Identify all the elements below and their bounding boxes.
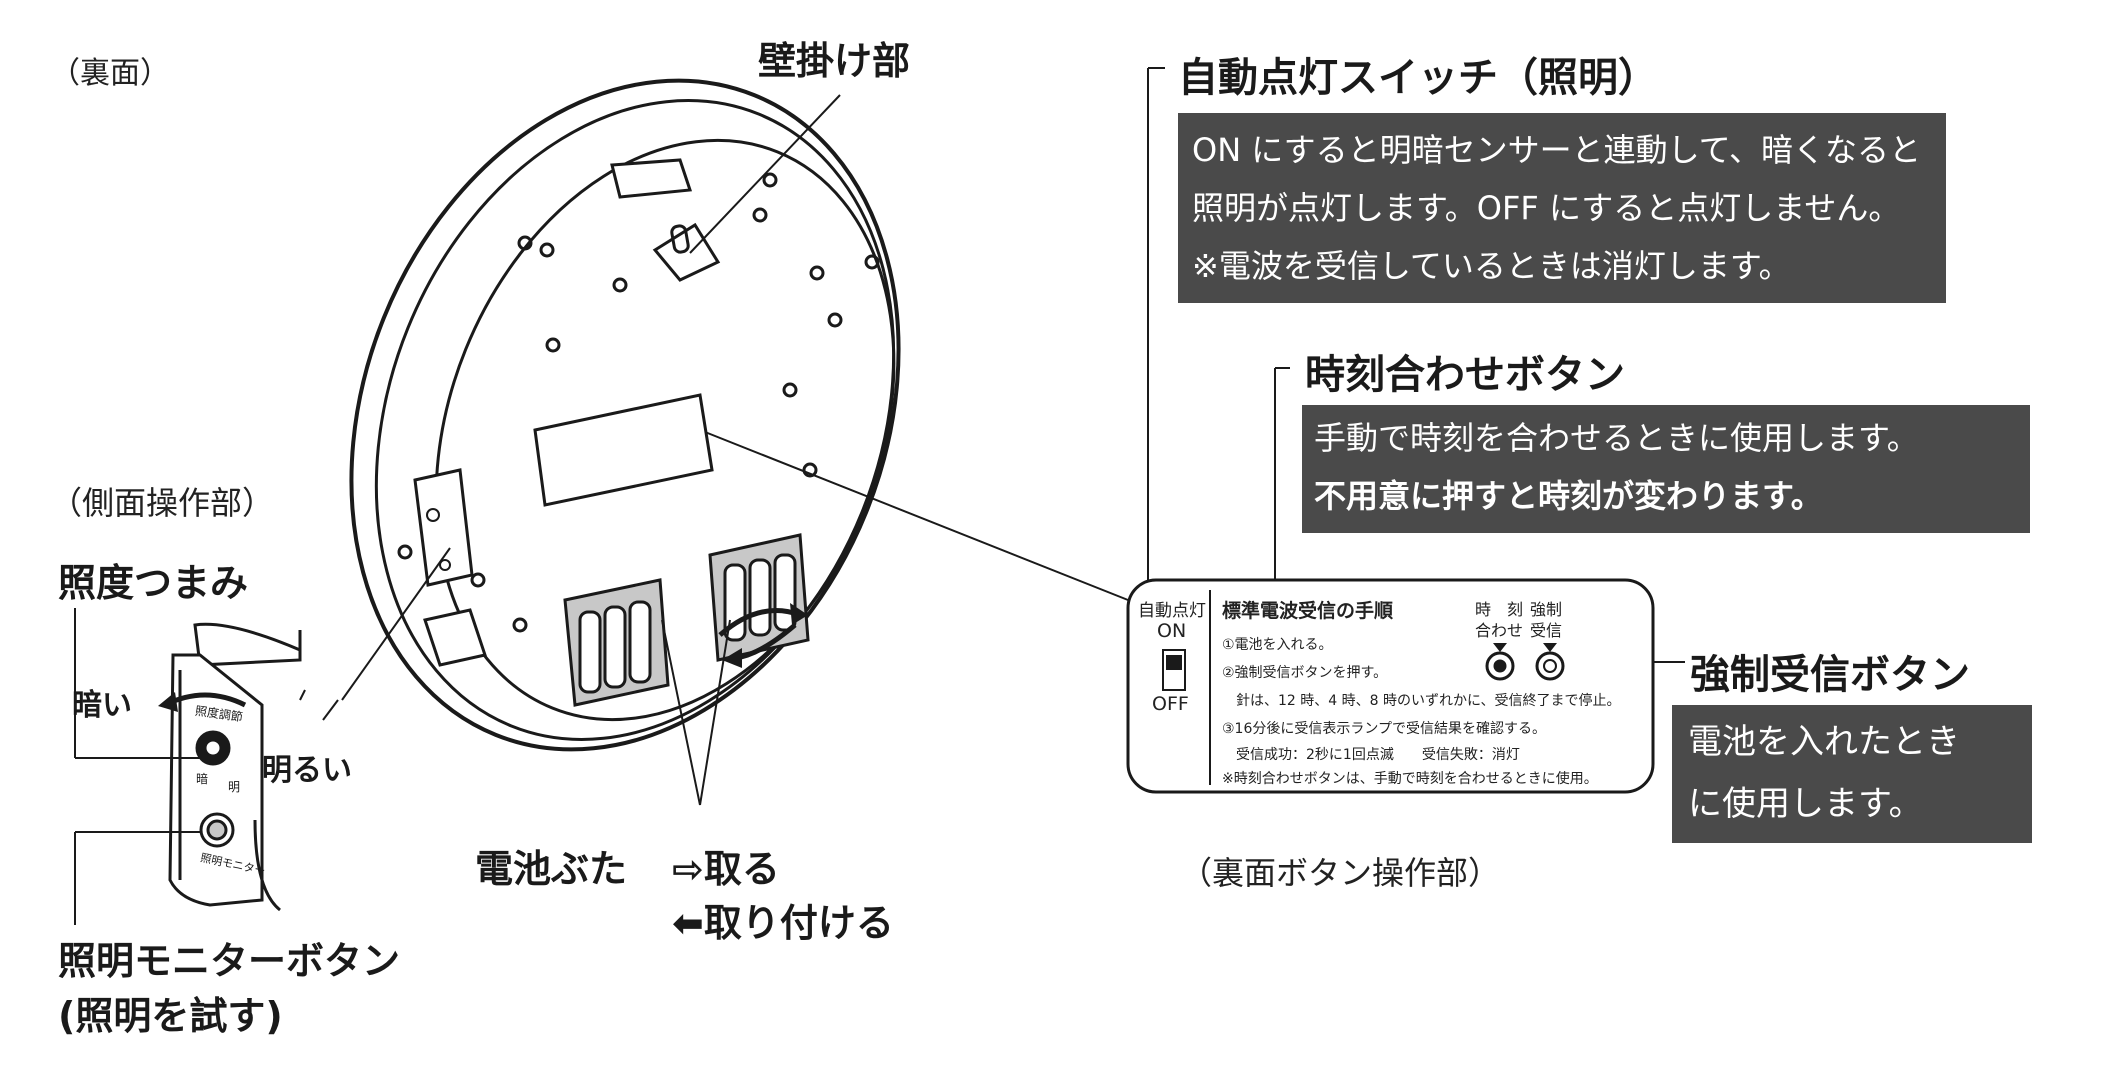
- force-button-desc-line: 電池を入れたとき: [1688, 722, 1960, 762]
- remove-label: ⇨取る: [672, 847, 780, 891]
- panel-switch-on: ON: [1157, 620, 1187, 642]
- back-button-panel: [1126, 578, 1655, 794]
- panel-switch-off: OFF: [1152, 693, 1189, 715]
- attach-label: ⬅取り付ける: [672, 901, 894, 945]
- clock-back: [349, 78, 901, 752]
- dial-label: 照度つまみ: [58, 561, 249, 605]
- dark-label: 暗い: [72, 688, 132, 723]
- panel-switch-title: 自動点灯: [1138, 601, 1206, 621]
- remove-arrowhead: [790, 603, 808, 625]
- side-dark-text: 暗: [196, 772, 209, 786]
- time-button-desc: 手動で時刻を合わせるときに使用します。: [1314, 419, 1919, 457]
- bright-label: 明るい: [262, 753, 352, 788]
- panel-step: ②強制受信ボタンを押す。: [1222, 665, 1388, 681]
- panel-btn2-top: 強制: [1530, 600, 1563, 619]
- force-button-title: 強制受信ボタン: [1690, 652, 1970, 698]
- hanger-label: 壁掛け部: [758, 39, 911, 83]
- time-button-warning: 不用意に押すと時刻が変わります。: [1314, 477, 1823, 515]
- panel-btn2-bottom: 受信: [1530, 621, 1563, 640]
- force-button-desc-line: に使用します。: [1688, 784, 1923, 824]
- auto-switch-title: 自動点灯スイッチ（照明）: [1178, 55, 1658, 101]
- battery-cover-label: 電池ぶた: [475, 847, 628, 891]
- monitor-label-line2: (照明を試す): [58, 994, 283, 1038]
- time-button-desc-box: 手動で時刻を合わせるときに使用します。 不用意に押すと時刻が変わります。: [1302, 405, 2030, 533]
- side-panel-zoom: [163, 622, 302, 912]
- auto-switch-desc-line: ON にすると明暗センサーと連動して、暗くなると: [1192, 131, 1922, 169]
- panel-step: ①電池を入れる。: [1222, 637, 1333, 653]
- side-bright-text: 明: [228, 780, 241, 794]
- auto-switch-desc-line: 照明が点灯します。OFF にすると点灯しません。: [1192, 189, 1901, 227]
- panel-btn1-top: 時 刻: [1475, 600, 1524, 619]
- side-label: （側面操作部）: [50, 484, 275, 522]
- attach-arrowhead: [722, 648, 742, 668]
- panel-btn1-bottom: 合わせ: [1475, 621, 1524, 640]
- back-label: （裏面）: [50, 56, 170, 91]
- panel-caption: （裏面ボタン操作部）: [1180, 854, 1501, 892]
- panel-step: ③16分後に受信表示ランプで受信結果を確認する。: [1222, 721, 1546, 737]
- force-button-desc-box: 電池を入れたとき に使用します。: [1672, 705, 2032, 843]
- dial-rotate-arrowhead: [158, 692, 178, 712]
- panel-procedure-title: 標準電波受信の手順: [1222, 600, 1394, 622]
- panel-step: 受信成功：2秒に1回点滅 受信失敗：消灯: [1222, 747, 1520, 763]
- auto-switch-desc-line: ※電波を受信しているときは消灯します。: [1192, 247, 1791, 285]
- time-button-title: 時刻合わせボタン: [1305, 352, 1625, 398]
- auto-switch-desc-box: ON にすると明暗センサーと連動して、暗くなると 照明が点灯します。OFF にす…: [1178, 113, 1946, 303]
- panel-step: 針は、12 時、4 時、8 時のいずれかに、受信終了まで停止。: [1222, 693, 1621, 709]
- panel-step: ※時刻合わせボタンは、手動で時刻を合わせるときに使用。: [1222, 771, 1598, 787]
- monitor-label-line1: 照明モニターボタン: [58, 939, 401, 983]
